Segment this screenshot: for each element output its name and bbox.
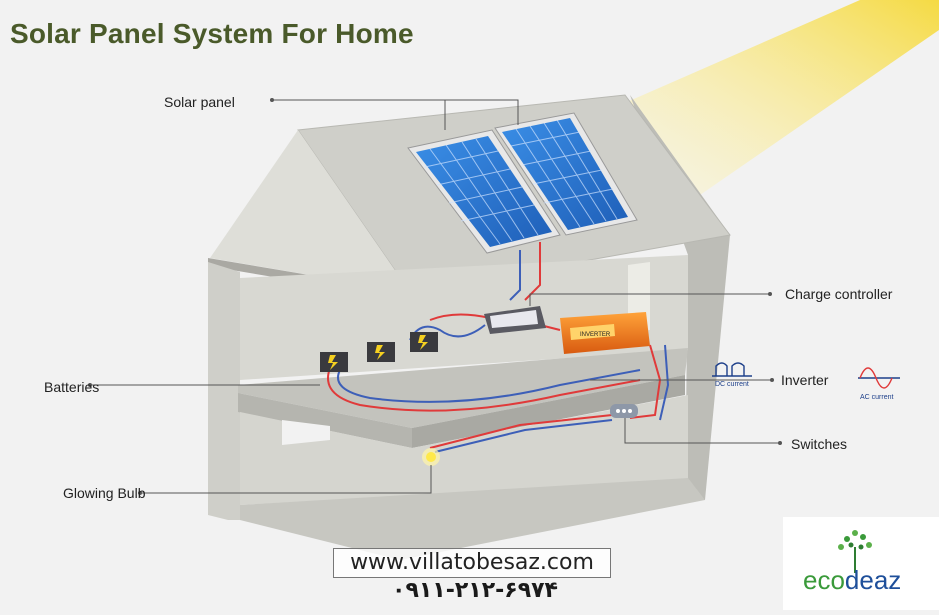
battery-2 [367, 342, 395, 362]
sun-ray [620, 0, 939, 195]
top-floor-slab-front [238, 393, 412, 448]
leader-lines [90, 99, 780, 494]
leader-dots [88, 98, 782, 495]
label-switches: Switches [791, 436, 848, 452]
bottom-floor-back [240, 395, 688, 505]
logo-deaz: deaz [844, 565, 902, 595]
top-floor-slab-side [412, 375, 685, 448]
panel-grid [424, 119, 618, 245]
house-right-wall [630, 95, 730, 500]
inverter-device-text: INVERTER [580, 332, 611, 338]
wires [327, 242, 670, 453]
solar-panel-left [407, 129, 561, 254]
charge-controller-device [484, 306, 546, 334]
window-left [282, 420, 330, 445]
watermark-phone: ۰۹۱۱-۲۱۲-۶۹۷۴ [392, 578, 558, 603]
ac-wave-icon [858, 367, 900, 389]
label-inverter: Inverter [781, 372, 829, 388]
logo-eco: eco [803, 565, 845, 595]
watermark-url: www.villatobesaz.com [333, 548, 611, 578]
house-front-wall [208, 262, 240, 520]
glowing-bulb [422, 448, 440, 466]
label-charge-controller: Charge controller [785, 286, 893, 302]
dc-current-label: DC current [715, 381, 749, 388]
battery-3 [410, 332, 438, 352]
label-solar-panel: Solar panel [164, 94, 235, 110]
ac-current-label: AC current [860, 394, 894, 401]
dc-wave-icon [712, 362, 752, 377]
house-gable [210, 130, 410, 292]
label-glowing-bulb: Glowing Bulb [63, 485, 146, 501]
logo-wordmark: ecodeaz [803, 565, 901, 596]
bottom-floor-slab [240, 478, 705, 560]
battery-1 [320, 352, 348, 372]
top-floor-slab [238, 348, 688, 428]
diagram-title: Solar Panel System For Home [10, 18, 414, 49]
switch-box [610, 404, 638, 418]
label-batteries: Batteries [44, 379, 100, 395]
tree-logo-icon [838, 530, 872, 573]
ecoideaz-logo: ecodeaz [783, 517, 939, 610]
solar-panel-right [494, 112, 638, 236]
inverter-device: INVERTER [560, 312, 650, 354]
